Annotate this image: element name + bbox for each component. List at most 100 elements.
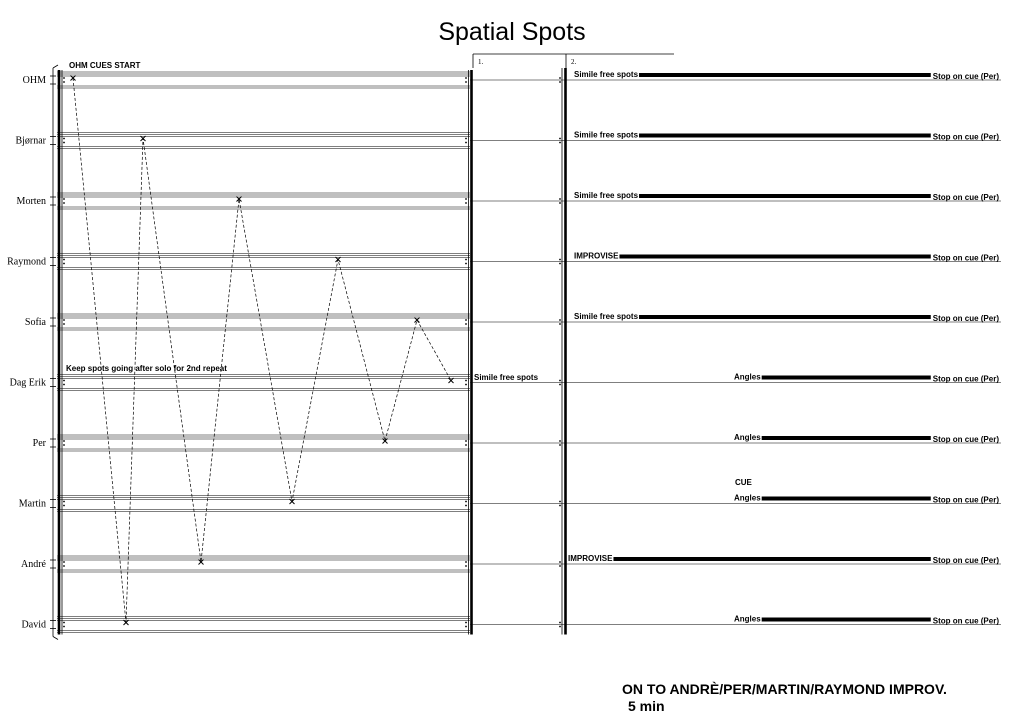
cue-mark-bjornar (140, 135, 146, 142)
repeat-dot (465, 561, 467, 563)
repeat-end-dots (465, 137, 467, 144)
repeat-start-dots (63, 319, 65, 325)
repeat-dot (63, 561, 65, 563)
repeat-dot (465, 262, 467, 265)
repeat-dot (465, 565, 467, 567)
instruction-label: Simile free spots (574, 191, 639, 200)
volta-2-number: 2. (571, 58, 577, 66)
repeat-dot (465, 444, 467, 446)
repeat-start-dots (63, 258, 65, 265)
repeat-end-dots-volta (559, 137, 561, 144)
repeat-dot (465, 258, 467, 261)
repeat-dot (465, 440, 467, 442)
stop-on-cue-label: Stop on cue (Per) (933, 556, 1000, 565)
performer-name-martin: Martin (19, 499, 46, 510)
repeat-end-dots (465, 379, 467, 386)
repeat-dot (559, 625, 561, 628)
barlines (52, 64, 567, 640)
stop-on-cue-label: Stop on cue (Per) (933, 617, 1000, 626)
system-bracket-bottom (52, 636, 59, 640)
repeat-dot (559, 440, 561, 442)
repeat-end-dots (465, 621, 467, 628)
repeat-end-dots (465, 500, 467, 507)
repeat-dot (559, 137, 561, 140)
repeat-end-dots (465, 440, 467, 446)
repeat-dot (63, 262, 65, 265)
repeat-dot (559, 500, 561, 503)
repeat-dot (465, 319, 467, 321)
repeat-dot (465, 77, 467, 79)
repeat-dot (559, 202, 561, 204)
performer-name-raymond: Raymond (7, 257, 46, 268)
instruction-label: Simile free spots (574, 131, 639, 140)
cue-mark-stroke (236, 196, 242, 202)
staff-morten: Morten (17, 192, 1001, 210)
repeat-dot (465, 81, 467, 83)
stop-on-cue-label: Stop on cue (Per) (933, 435, 1000, 444)
staff-sofia: Sofia (25, 313, 1001, 331)
cue-label: CUE (735, 478, 753, 487)
cue-mark-stroke (198, 559, 204, 565)
repeat-dot (63, 141, 65, 144)
repeat-dot (465, 500, 467, 503)
performer-name-per: Per (33, 438, 47, 449)
repeat-dot (559, 258, 561, 261)
performer-name-andre: André (21, 559, 47, 570)
cue-mark-stroke (289, 498, 295, 505)
staff-raymond: Raymond (7, 253, 1001, 270)
repeat-dot (465, 323, 467, 325)
repeat-start-dots (63, 440, 65, 446)
repeat-dot (559, 198, 561, 200)
ohm-cues-start-label: OHM CUES START (69, 61, 141, 70)
staff-ohm: OHM (23, 71, 1001, 89)
repeat-dot (559, 81, 561, 83)
staff-bjornar: Bjørnar (15, 132, 1001, 149)
footer-next-section: ON TO ANDRÈ/PER/MARTIN/RAYMOND IMPROV. (622, 681, 947, 697)
cue-mark-morten (236, 196, 242, 202)
repeat-dot (559, 319, 561, 321)
repeat-end-dots-volta (559, 379, 561, 386)
stop-on-cue-label: Stop on cue (Per) (933, 133, 1000, 142)
repeat-dot (559, 141, 561, 144)
repeat-dot (465, 379, 467, 382)
repeat-end-dots (465, 319, 467, 325)
cue-mark-sofia (414, 317, 420, 323)
instruction-label: Angles (734, 494, 761, 503)
repeat-dot (559, 504, 561, 507)
cue-mark-raymond (335, 256, 341, 263)
performer-name-dag-erik: Dag Erik (10, 378, 46, 389)
stop-on-cue-label: Stop on cue (Per) (933, 375, 1000, 384)
repeat-dot (63, 258, 65, 261)
repeat-end-dots-volta (559, 440, 561, 446)
instruction-label: Angles (734, 615, 761, 624)
repeat-dot (63, 565, 65, 567)
performer-name-morten: Morten (17, 196, 46, 207)
repeat-dot (465, 383, 467, 386)
stop-on-cue-label: Stop on cue (Per) (933, 72, 1000, 81)
repeat-dot (559, 565, 561, 567)
repeat-dot (465, 202, 467, 204)
stop-on-cue-label: Stop on cue (Per) (933, 193, 1000, 202)
score-title: Spatial Spots (438, 18, 585, 46)
cue-mark-dag-erik (448, 377, 454, 384)
cue-mark-stroke (335, 256, 341, 263)
repeat-start-dots (63, 198, 65, 204)
repeat-dot (63, 202, 65, 204)
instruction-label: Simile free spots (574, 312, 639, 321)
system-bracket-top (52, 64, 59, 69)
repeat-start-dots (63, 77, 65, 83)
repeat-dot (559, 383, 561, 386)
repeat-dot (559, 621, 561, 624)
ending-2-row-morten: Simile free spots Stop on cue (Per) (574, 191, 999, 202)
cue-mark-stroke (448, 377, 454, 384)
repeat-dot (63, 81, 65, 83)
repeat-dot (465, 621, 467, 624)
repeat-dot (559, 262, 561, 265)
repeat-end-dots-volta (559, 500, 561, 507)
